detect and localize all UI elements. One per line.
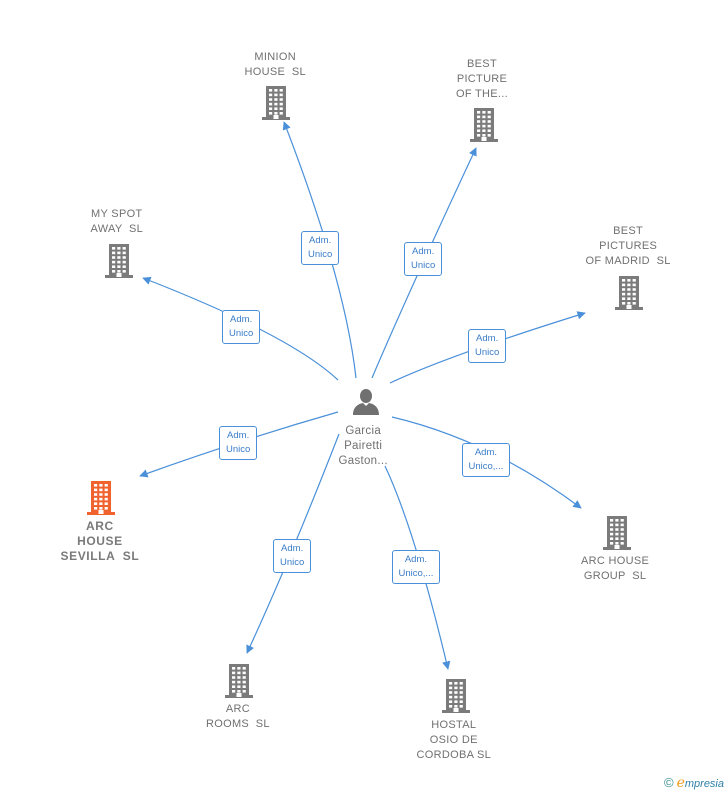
edge-label-line: Unico bbox=[280, 557, 305, 568]
edge-label-line: Adm. bbox=[230, 314, 253, 325]
edge-label-line: Unico bbox=[411, 260, 436, 271]
company-label-my-spot[interactable]: MY SPOT AWAY SL bbox=[91, 207, 144, 237]
company-label-line: ARC bbox=[86, 519, 114, 533]
company-label-line: PICTURE bbox=[456, 73, 508, 85]
person-label-line: Garcia bbox=[345, 425, 382, 437]
company-label-line: ARC HOUSE bbox=[581, 555, 650, 567]
building-icon[interactable] bbox=[260, 85, 292, 126]
company-label-line: BEST bbox=[467, 58, 497, 70]
company-label-line: MY SPOT bbox=[91, 208, 143, 220]
company-label-line: OSIO DE bbox=[429, 734, 478, 746]
company-label-line: OF THE... bbox=[456, 88, 509, 100]
edge-label-line: Unico bbox=[229, 328, 254, 339]
edge-label-best-picture[interactable]: Adm. Unico bbox=[404, 242, 443, 276]
company-label-line: PICTURES bbox=[599, 240, 658, 252]
company-label-line: MINION bbox=[254, 51, 296, 63]
edge-label-line: Unico bbox=[475, 347, 500, 358]
building-icon[interactable] bbox=[223, 663, 255, 704]
edge-label-line: Adm. bbox=[476, 333, 499, 344]
company-label-arc-rooms[interactable]: ARC ROOMS SL bbox=[206, 702, 270, 732]
edge-label-line: Unico bbox=[308, 249, 333, 260]
edge-label-arc-house-sevilla[interactable]: Adm. Unico bbox=[219, 426, 258, 460]
company-label-arc-house-group[interactable]: ARC HOUSE GROUP SL bbox=[581, 554, 649, 584]
company-label-minion[interactable]: MINION HOUSE SL bbox=[245, 50, 306, 80]
company-label-line: OF MADRID SL bbox=[585, 255, 671, 267]
building-icon[interactable] bbox=[613, 275, 645, 316]
company-label-line: HOUSE bbox=[77, 534, 123, 548]
company-label-line: AWAY SL bbox=[90, 223, 144, 235]
edge-label-line: Adm. bbox=[404, 554, 428, 565]
edge-label-line: Unico,... bbox=[398, 568, 434, 579]
edge-label-best-pictures-madrid[interactable]: Adm. Unico bbox=[468, 329, 507, 363]
company-label-best-picture[interactable]: BEST PICTURE OF THE... bbox=[456, 57, 508, 102]
edge-label-minion[interactable]: Adm. Unico bbox=[301, 231, 340, 265]
edge-label-line: Adm. bbox=[412, 246, 435, 257]
company-label-line: ARC bbox=[225, 703, 250, 715]
edge-label-line: Unico,... bbox=[468, 461, 504, 472]
edge-best-picture bbox=[371, 147, 477, 379]
company-label-line: HOSTAL bbox=[431, 719, 477, 731]
company-label-line: BEST bbox=[613, 225, 644, 237]
company-label-hostal-osio[interactable]: HOSTAL OSIO DE CORDOBA SL bbox=[417, 718, 492, 763]
building-icon[interactable] bbox=[103, 243, 135, 284]
company-label-best-pictures-madrid[interactable]: BEST PICTURES OF MADRID SL bbox=[586, 224, 671, 269]
edge-label-line: Adm. bbox=[309, 235, 332, 246]
company-label-line: SEVILLA SL bbox=[60, 549, 140, 563]
building-icon[interactable] bbox=[85, 480, 117, 521]
edge-label-line: Adm. bbox=[227, 430, 250, 441]
edge-my-spot bbox=[142, 276, 339, 381]
edge-label-line: Unico bbox=[226, 444, 251, 455]
edge-label-my-spot[interactable]: Adm. Unico bbox=[222, 310, 261, 344]
edge-label-line: Adm. bbox=[281, 543, 304, 554]
empresia-logo: ©empresia bbox=[663, 775, 724, 791]
person-icon[interactable] bbox=[351, 388, 381, 421]
company-label-line: ROOMS SL bbox=[206, 718, 270, 730]
building-icon[interactable] bbox=[440, 678, 472, 719]
person-label-line: Pairetti bbox=[344, 440, 383, 452]
edge-label-hostal-osio[interactable]: Adm. Unico,... bbox=[391, 550, 441, 584]
building-icon[interactable] bbox=[468, 107, 500, 148]
building-icon[interactable] bbox=[601, 515, 633, 556]
company-label-line: HOUSE SL bbox=[244, 66, 306, 78]
company-label-line: CORDOBA SL bbox=[416, 749, 492, 761]
edge-label-arc-house-group[interactable]: Adm. Unico,... bbox=[461, 443, 511, 477]
person-label-line: Gaston... bbox=[338, 455, 388, 467]
edge-hostal-osio bbox=[384, 465, 451, 670]
edge-label-arc-rooms[interactable]: Adm. Unico bbox=[273, 539, 312, 573]
edge-label-line: Adm. bbox=[474, 447, 498, 458]
company-label-line: GROUP SL bbox=[583, 570, 647, 582]
